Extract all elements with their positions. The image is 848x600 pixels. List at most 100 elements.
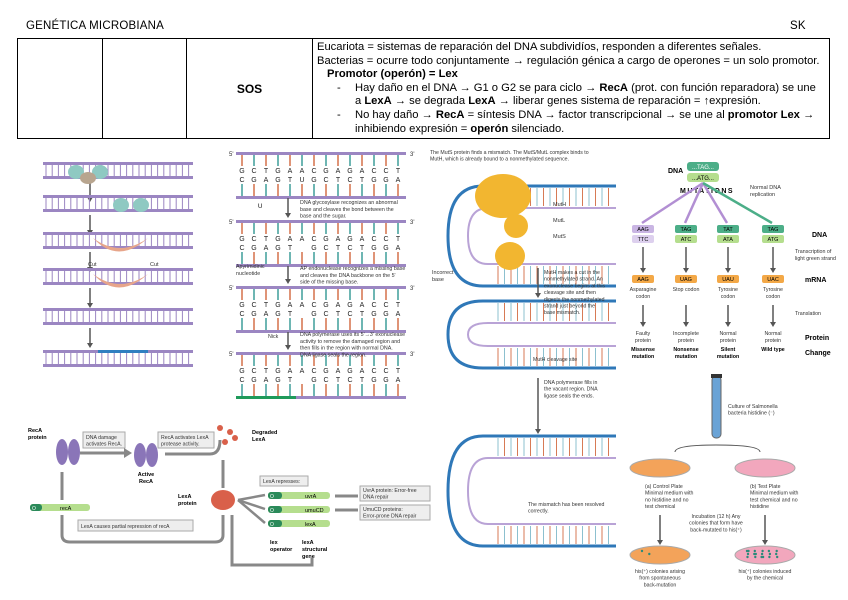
- base-letter: C: [371, 302, 376, 309]
- arrow-head-icon: [535, 429, 541, 434]
- protein-row-label: Protein: [805, 335, 829, 342]
- cleavage-site-label: MutH cleavage site: [533, 357, 577, 363]
- uvra-protein: [92, 165, 108, 179]
- base-letter: T: [264, 236, 269, 243]
- mutation-arrow: [683, 182, 705, 224]
- base-letter: G: [347, 368, 352, 375]
- degraded-lexa-fragment: [222, 439, 228, 445]
- step-label: base mismatch.: [544, 310, 580, 316]
- dna-backbone: [236, 352, 406, 355]
- protein-result: Incomplete: [673, 331, 699, 337]
- mutation-type: mutation: [717, 354, 739, 360]
- step-label: and cleaves the DNA backbone on the 5': [300, 273, 396, 279]
- codon-name: codon: [766, 294, 780, 300]
- gene-bar: [268, 506, 330, 513]
- uvra-label: UvrA protein: Error-free: [363, 488, 417, 494]
- mrna-seq: AAG: [637, 277, 649, 283]
- dna-backbone: [43, 364, 193, 367]
- colony: [767, 549, 771, 553]
- structural-gene-label: lexA: [302, 540, 314, 546]
- base-letter: A: [288, 302, 293, 309]
- dna-backbone: [43, 162, 193, 165]
- colony: [776, 555, 779, 559]
- arrow-head-icon: [87, 303, 93, 308]
- arrow-head-icon: [124, 448, 132, 458]
- base-letter: C: [383, 168, 388, 175]
- incubation-label: back-mutated to his(⁺): [690, 527, 742, 533]
- base-letter: A: [336, 168, 341, 175]
- callout-box: [157, 431, 215, 449]
- incorrect-base-label: base: [432, 277, 444, 283]
- base-letter: A: [336, 236, 341, 243]
- arrow-head-icon: [285, 279, 291, 284]
- base-letter: C: [347, 377, 352, 384]
- base-letter: G: [323, 168, 328, 175]
- base-letter: A: [300, 236, 305, 243]
- arrow: [60, 515, 225, 544]
- protein-result: Normal: [719, 331, 736, 337]
- plate-label: (a) Control Plate: [645, 484, 683, 490]
- represses-label: LexA represses:: [263, 479, 300, 485]
- base-letter: T: [288, 177, 293, 184]
- operator-label: O: [270, 522, 274, 528]
- callout-box: [359, 485, 431, 502]
- base-letter: G: [323, 236, 328, 243]
- mrna-row-label: mRNA: [805, 277, 826, 284]
- damage-label: activates RecA.: [86, 442, 122, 448]
- structural-gene-label: structural: [302, 547, 328, 553]
- active-reca: [134, 443, 146, 467]
- empty-cell: [17, 37, 103, 140]
- base-letter: T: [396, 302, 401, 309]
- base-letter: G: [383, 177, 388, 184]
- reca-gene: [30, 504, 90, 511]
- degraded-lexa-fragment: [227, 429, 233, 435]
- step-label: cleavage site and then: [544, 290, 596, 296]
- base-letter: G: [275, 302, 280, 309]
- mutation-type: Missense: [631, 347, 655, 353]
- arrow: [237, 499, 266, 524]
- plate-label: no histidine and no: [645, 497, 689, 503]
- operator: [268, 520, 282, 527]
- base-letter: G: [239, 168, 244, 175]
- base-letter: G: [275, 177, 280, 184]
- mutl-protein: [504, 214, 528, 238]
- base-letter: G: [275, 168, 280, 175]
- three-prime-label: 3': [410, 286, 414, 292]
- base-letter: A: [288, 368, 293, 375]
- base-letter: T: [336, 245, 341, 252]
- plate-label: Minimal medium with: [750, 491, 799, 497]
- base-letter: C: [251, 168, 256, 175]
- dna-strand: [687, 162, 719, 171]
- base-letter: T: [360, 245, 365, 252]
- base-letter: T: [288, 377, 293, 384]
- three-prime-label: 3': [410, 152, 414, 158]
- base-letter: C: [239, 311, 244, 318]
- base-letter: T: [336, 311, 341, 318]
- cut-label: Cut: [88, 262, 97, 268]
- base-letter: U: [299, 177, 304, 184]
- arrow-head-icon: [683, 268, 689, 273]
- result-label: by the chemical: [747, 576, 783, 582]
- base-letter: C: [323, 245, 328, 252]
- mutl-label: MutL: [553, 218, 565, 224]
- base-letter: G: [383, 311, 388, 318]
- mrna-codon: [717, 275, 739, 283]
- base-letter: G: [371, 377, 376, 384]
- base-letter: G: [371, 177, 376, 184]
- protein-result: Normal: [764, 331, 781, 337]
- protein-result: protein: [635, 338, 651, 344]
- reca-protein-label: RecA: [28, 428, 42, 434]
- base-letter: G: [347, 236, 352, 243]
- arrow-head-icon: [87, 197, 93, 202]
- cut-label: Cut: [150, 262, 159, 268]
- reca-protein-label: protein: [28, 435, 47, 441]
- five-prime-label: 5': [229, 352, 233, 358]
- arrow-head-icon: [683, 322, 689, 327]
- mutation-arrow: [641, 181, 704, 225]
- step-label: DNA ligase seals the region.: [300, 352, 367, 358]
- uvrc-protein: [93, 238, 148, 252]
- base-letter: T: [360, 177, 365, 184]
- colony: [754, 552, 757, 556]
- gene-label: uvrA: [305, 494, 317, 500]
- base-letter: A: [336, 368, 341, 375]
